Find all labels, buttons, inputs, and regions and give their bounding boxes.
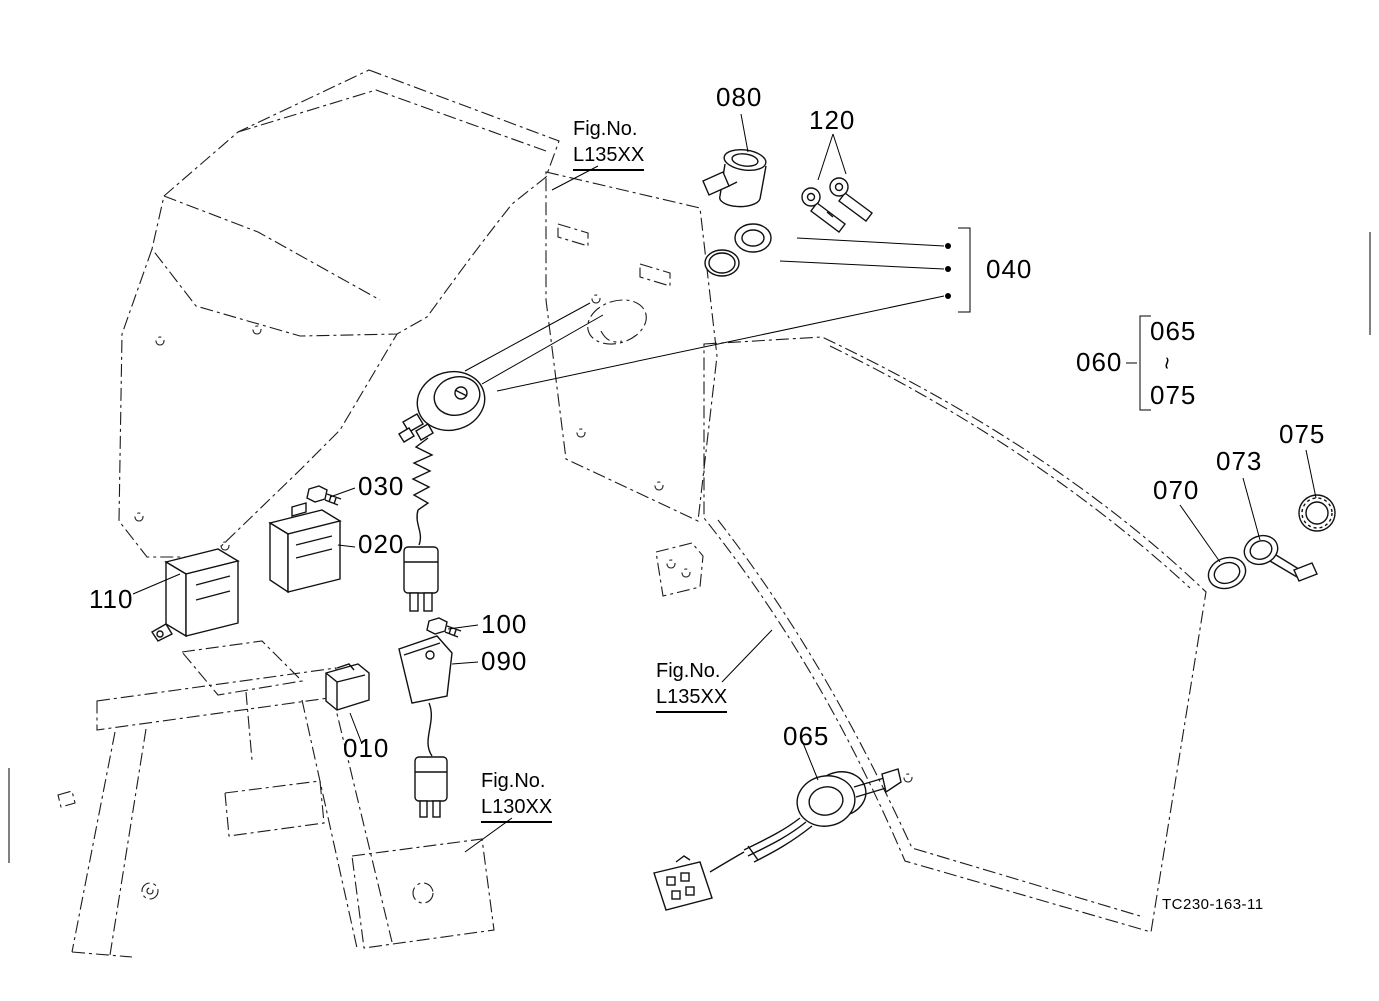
page-edge-marks: [8, 232, 1371, 863]
callout-030[interactable]: 030: [358, 471, 405, 501]
lever-ring-073-art: [1243, 534, 1318, 582]
fig-ref-bottom-line2: L130XX: [481, 794, 553, 823]
callout-073[interactable]: 073: [1216, 446, 1263, 476]
callout-075[interactable]: 075: [1279, 419, 1326, 449]
fig-ref-middle-line1: Fig.No.: [656, 660, 721, 682]
callout-070[interactable]: 070: [1153, 475, 1200, 505]
callout-040[interactable]: 040: [986, 254, 1033, 284]
screw-100-art: [426, 617, 462, 638]
fig-ref-top-line2: L135XX: [573, 142, 645, 171]
fig-ref-bottom: Fig.No. L130XX: [481, 768, 553, 823]
leader-lines: [132, 113, 1317, 853]
callout-100[interactable]: 100: [481, 609, 528, 639]
callout-range-075[interactable]: 075: [1150, 380, 1197, 410]
hood-panel-art: [118, 69, 560, 558]
callout-090[interactable]: 090: [481, 646, 528, 676]
key-cylinder-080-art: [702, 148, 767, 208]
callout-060[interactable]: 060: [1076, 347, 1123, 377]
fig-ref-middle: Fig.No. L135XX: [656, 658, 728, 713]
fig-ref-middle-line2: L135XX: [656, 684, 728, 713]
callout-range-065[interactable]: 065: [1150, 316, 1197, 346]
range-tilde: ~: [1154, 356, 1180, 370]
fig-ref-bottom-line1: Fig.No.: [481, 770, 546, 792]
switch-065-art: [653, 768, 902, 911]
side-panel-art: [655, 336, 1207, 933]
fig-ref-top-line1: Fig.No.: [573, 118, 638, 140]
ring-070-art: [1207, 556, 1247, 590]
knob-075-art: [1298, 494, 1336, 532]
callout-065[interactable]: 065: [783, 721, 830, 751]
ring-nut-art: [704, 223, 772, 277]
switch-010-art: [325, 663, 370, 711]
callout-080[interactable]: 080: [716, 82, 763, 112]
relay-020-art: [268, 502, 342, 594]
drawing-code: TC230-163-11: [1162, 896, 1264, 913]
sensor-090-art: [398, 635, 453, 818]
screw-030-art: [306, 485, 342, 506]
callout-010[interactable]: 010: [343, 733, 390, 763]
fig-ref-top: Fig.No. L135XX: [573, 116, 645, 171]
ignition-switch-main-art: [398, 370, 486, 612]
keys-120-art: [801, 177, 873, 233]
callout-120[interactable]: 120: [809, 105, 856, 135]
callout-110[interactable]: 110: [89, 584, 134, 614]
callout-020[interactable]: 020: [358, 529, 405, 559]
dash-panel-art: [545, 171, 718, 522]
relay-110-art: [151, 548, 240, 642]
